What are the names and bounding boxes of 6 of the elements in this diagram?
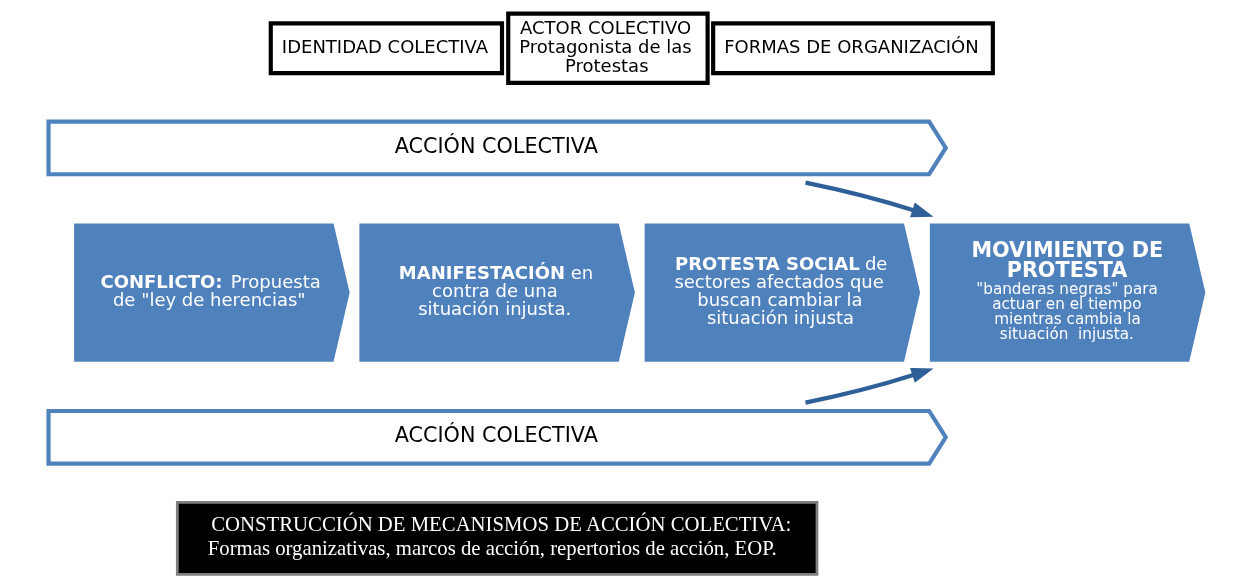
arrow [804, 367, 933, 405]
node-box: CONSTRUCCIÓN DE MECANISMOS DE ACCIÓN COLECTIVA: Formas organizativas, marcos de acción, repertorios de acción, EOP. [175, 501, 818, 576]
node-box: IDENTIDAD COLECTIVA [268, 21, 504, 76]
node-box: ACTOR COLECTIVO Protagonista de las Protestas [505, 11, 710, 85]
arrow [804, 180, 933, 218]
node-box: FORMAS DE ORGANIZACIÓN [710, 21, 995, 76]
